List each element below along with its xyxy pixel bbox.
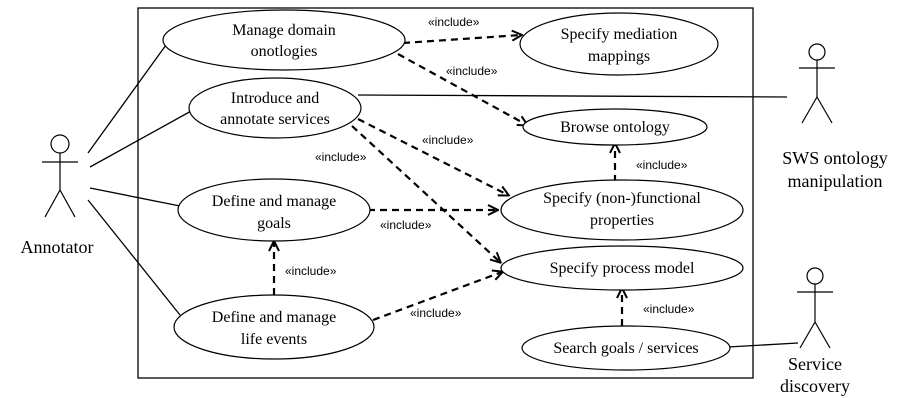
use-case-label: Define and manage xyxy=(212,309,336,326)
use-case-introduce-services[interactable]: Introduce and annotate services xyxy=(188,77,362,139)
actor-label: manipulation xyxy=(788,171,883,191)
stick-figure-icon xyxy=(42,134,78,218)
assoc-annotator-define-life xyxy=(87,199,181,316)
actor-label: Annotator xyxy=(21,237,94,257)
stick-figure-icon xyxy=(799,43,835,124)
use-case-process-model[interactable]: Specify process model xyxy=(500,245,744,291)
use-case-label: Introduce and xyxy=(231,90,319,107)
assoc-annotator-introduce xyxy=(89,109,194,168)
use-case-mediation-mappings[interactable]: Specify mediation mappings xyxy=(519,12,719,76)
actor-label: SWS ontology xyxy=(782,148,888,168)
use-case-manage-domain[interactable]: Manage domain onotlogies xyxy=(162,9,406,71)
actor-annotator[interactable]: Annotator xyxy=(21,134,94,257)
include-label: «include» xyxy=(380,218,432,232)
use-case-label: Specify mediation xyxy=(561,26,678,43)
include-labels: «include» «include» «include» «include» … xyxy=(285,15,695,320)
use-case-define-goals[interactable]: Define and manage goals xyxy=(177,178,371,242)
include-label: «include» xyxy=(410,306,462,320)
use-case-label: life events xyxy=(241,331,307,348)
include-arrow-mediation xyxy=(402,35,521,45)
use-case-search-goals-services[interactable]: Search goals / services xyxy=(521,325,731,371)
include-label: «include» xyxy=(285,264,337,278)
assoc-annotator-define-goals xyxy=(89,187,181,207)
use-case-browse-ontology[interactable]: Browse ontology xyxy=(522,108,708,146)
system-boundary xyxy=(137,7,754,379)
use-case-label: Browse ontology xyxy=(560,119,670,136)
use-case-define-life-events[interactable]: Define and manage life events xyxy=(173,294,375,360)
include-arrow-browse-from-domain xyxy=(397,53,527,125)
use-case-label: Specify (non-)functional xyxy=(543,190,701,207)
actor-sws-ontology-manipulation[interactable]: SWS ontology manipulation xyxy=(782,43,888,191)
include-label: «include» xyxy=(643,302,695,316)
include-label: «include» xyxy=(636,158,688,172)
associations xyxy=(87,44,799,348)
use-case-nonfunctional-properties[interactable]: Specify (non-)functional properties xyxy=(500,179,744,241)
use-case-label: Define and manage xyxy=(212,193,336,210)
include-arrow-process-from-life xyxy=(372,272,502,322)
use-case-label: Manage domain xyxy=(232,22,336,39)
include-label: «include» xyxy=(315,150,367,164)
stick-figure-icon xyxy=(797,267,833,349)
assoc-search-service xyxy=(727,342,799,348)
use-case-label: Search goals / services xyxy=(553,340,698,357)
actor-label: Service xyxy=(788,354,842,374)
use-case-label: Specify process model xyxy=(550,260,695,277)
use-case-label: mappings xyxy=(588,48,650,65)
assoc-introduce-sws xyxy=(357,94,788,98)
assoc-annotator-manage-domain xyxy=(87,44,167,154)
use-case-label: annotate services xyxy=(220,111,330,128)
include-arrow-nonfunc-from-introduce xyxy=(357,118,508,195)
include-label: «include» xyxy=(422,133,474,147)
use-case-label: goals xyxy=(257,215,291,232)
include-label: «include» xyxy=(446,64,498,78)
actor-service-discovery[interactable]: Service discovery xyxy=(780,267,850,396)
use-case-label: onotlogies xyxy=(251,43,318,60)
include-dependencies xyxy=(274,35,622,326)
actor-label: discovery xyxy=(780,376,850,396)
include-label: «include» xyxy=(428,15,480,29)
use-case-label: properties xyxy=(590,212,654,229)
include-arrow-process-from-introduce xyxy=(351,125,500,262)
